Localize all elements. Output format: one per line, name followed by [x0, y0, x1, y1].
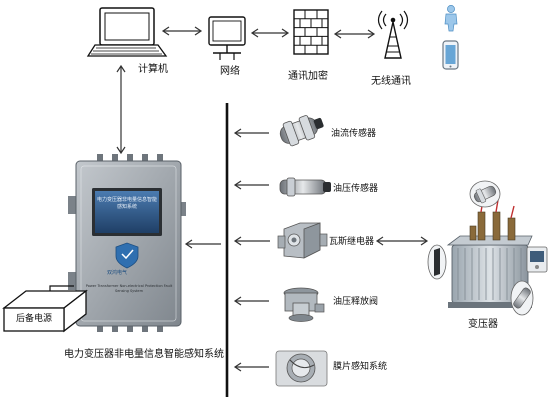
sensor-label-membrane: 膜片感知系统: [333, 362, 388, 372]
membrane-arrow: [233, 362, 269, 372]
controller-cabinet: [68, 154, 186, 332]
transformer-image: [446, 199, 533, 308]
antenna-icon: [377, 10, 409, 59]
transformer-pressure-callout: [510, 280, 534, 316]
computer-network-arrow: [161, 26, 203, 36]
sensor-label-relief-valve: 油压释放阀: [333, 297, 379, 307]
controller-subtitle: Power Transformer Non-electrical Protect…: [85, 284, 173, 293]
system-label: 电力变压器非电量信息智能感知系统: [64, 349, 224, 360]
phone-icon: [442, 40, 459, 70]
network-label: 网络: [220, 66, 240, 77]
controller-brand: 双鸿电气: [107, 270, 128, 276]
computer-icon: [86, 7, 168, 57]
transformer-gas-relay-callout: [427, 244, 447, 280]
oil-flow-sensor-image: [279, 115, 324, 147]
gas-relay-arrow: [233, 236, 270, 246]
network-encryption-arrow: [250, 28, 290, 38]
link-arrows-top: [116, 26, 376, 155]
encryption-wireless-arrow: [333, 29, 376, 39]
transformer-label: 变压器: [468, 319, 498, 330]
computer-controller-arrow: [116, 64, 126, 155]
transformer-oil-flow-callout: [469, 180, 501, 208]
backup-power-box: [2, 289, 88, 333]
oil-pressure-arrow: [233, 180, 269, 190]
bus-to-controller-arrow: [184, 239, 221, 249]
relief-valve-arrow: [233, 296, 269, 306]
computer-label: 计算机: [138, 64, 168, 75]
oil-pressure-sensor-image: [279, 177, 331, 197]
transformer-monitor-callout: [526, 246, 548, 273]
oil-flow-arrow: [233, 128, 269, 138]
network-icon: [208, 16, 246, 60]
wireless-label: 无线通讯: [371, 76, 411, 87]
controller-screen-title: 电力变压器非电量信息智能感知系统: [96, 197, 157, 210]
person-icon: [444, 5, 458, 32]
sensor-label-oil-flow: 油流传感器: [331, 129, 377, 139]
pressure-relief-valve-image: [283, 287, 325, 322]
sensor-label-oil-pressure: 油压传感器: [333, 184, 379, 194]
sensor-label-gas-relay: 瓦斯继电器: [329, 237, 375, 247]
sensor-arrows: [184, 128, 429, 372]
brick-wall-icon: [293, 9, 329, 55]
backup-power-label: 后备电源: [16, 314, 53, 324]
transformer-gas-relay-arrow: [375, 236, 429, 246]
gas-relay-image: [277, 222, 328, 259]
membrane-sensing-image: [275, 350, 328, 387]
encryption-label: 通讯加密: [288, 71, 328, 82]
